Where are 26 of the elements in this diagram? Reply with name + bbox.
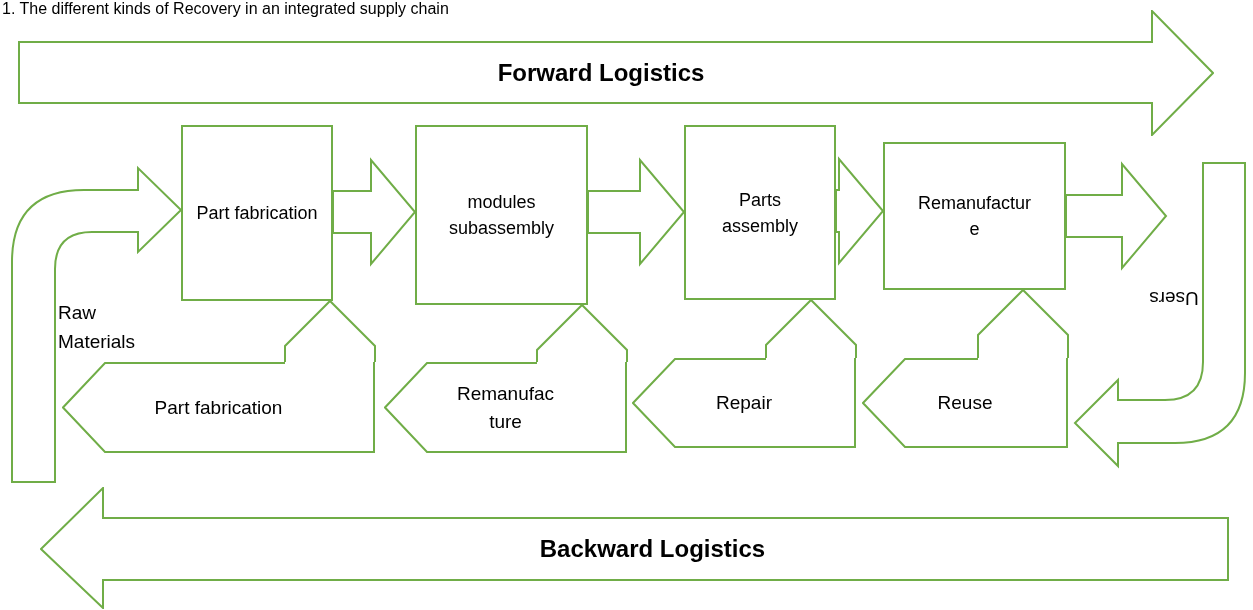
block-arrow	[1074, 162, 1246, 467]
box-label: Remanufacture	[916, 192, 1033, 241]
block-arrow	[536, 303, 628, 363]
process-box	[181, 125, 333, 301]
shape-label: Remanufacture	[455, 381, 556, 434]
node-label: Raw Materials	[58, 301, 137, 354]
block-arrow	[977, 288, 1069, 359]
box-label: Parts assembly	[721, 188, 799, 238]
box-label: Part fabrication	[196, 202, 318, 225]
box-label: modules subassembly	[447, 191, 555, 240]
block-arrow	[11, 167, 182, 483]
block-arrow	[765, 298, 857, 359]
band-title: Forward Logistics	[497, 57, 705, 88]
process-box	[415, 125, 588, 305]
band-title: Backward Logistics	[539, 534, 766, 564]
block-arrow	[835, 156, 885, 266]
diagram-title: 1. The different kinds of Recovery in an integrated supply chain	[2, 0, 449, 19]
shape-label: Repair	[716, 391, 772, 415]
shape-label: Reuse	[937, 391, 993, 415]
block-arrow	[332, 157, 417, 267]
block-arrow	[587, 157, 686, 267]
process-box	[684, 125, 836, 300]
shape-label: Part fabrication	[154, 395, 283, 420]
block-arrow	[284, 299, 376, 363]
block-arrow	[1065, 161, 1168, 271]
node-label: Users	[1149, 287, 1199, 310]
